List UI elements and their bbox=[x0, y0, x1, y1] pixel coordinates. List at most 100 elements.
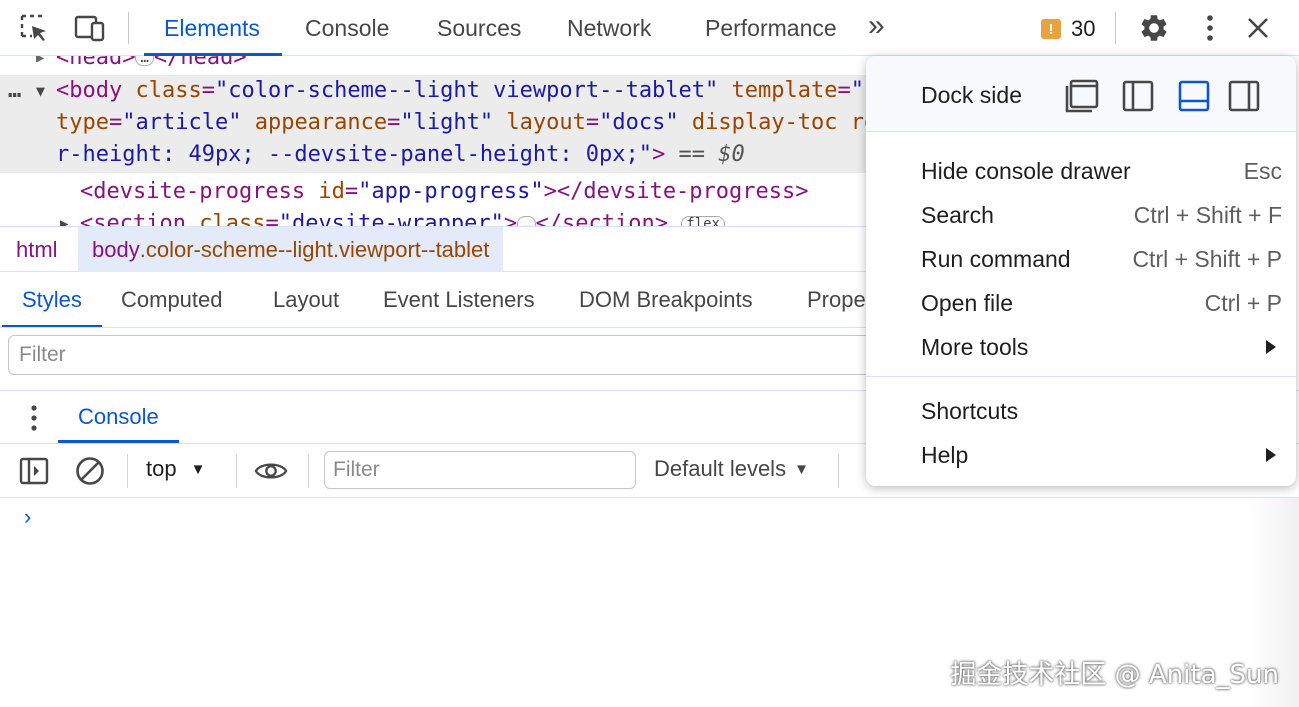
menu-item-help[interactable]: Help bbox=[866, 434, 1296, 478]
tab-event-listeners[interactable]: Event Listeners bbox=[383, 287, 535, 312]
expand-ellipsis[interactable]: … bbox=[517, 216, 536, 226]
panel-edge-shadow bbox=[1249, 498, 1299, 707]
toolbar-divider bbox=[1115, 12, 1116, 44]
collapsed-arrow-icon[interactable]: ▶ bbox=[36, 56, 45, 66]
expanded-arrow-icon[interactable]: ▼ bbox=[36, 82, 46, 100]
menu-item-label: Run command bbox=[921, 246, 1071, 272]
tab-computed[interactable]: Computed bbox=[121, 287, 223, 312]
dom-node-devsite-progress[interactable]: <devsite-progress id="app-progress"></de… bbox=[80, 179, 809, 204]
attr-value[interactable]: "color-scheme--light viewport--tablet" bbox=[214, 78, 719, 103]
attr-name: class bbox=[199, 211, 266, 226]
dom-node-section[interactable]: ▶ <section class="devsite-wrapper">…</se… bbox=[0, 208, 868, 226]
menu-item-label: More tools bbox=[921, 334, 1029, 360]
collapsed-arrow-icon[interactable]: ▶ bbox=[60, 216, 69, 226]
watermark: 掘金技术社区 @ Anita_Sun bbox=[950, 660, 1279, 690]
selected-node-marker: == $0 bbox=[678, 142, 745, 167]
tab-network[interactable]: Network bbox=[567, 14, 652, 41]
menu-item-more-tools[interactable]: More tools bbox=[866, 326, 1296, 370]
drawer-menu-kebab-icon[interactable] bbox=[24, 403, 44, 433]
settings-gear-icon[interactable] bbox=[1136, 10, 1172, 46]
menu-item-run-command[interactable]: Run command Ctrl + Shift + P bbox=[866, 238, 1296, 282]
attr-value[interactable]: r-height: 49px; --devsite-panel-height: … bbox=[56, 142, 653, 167]
submenu-arrow-icon bbox=[1266, 340, 1276, 354]
console-prompt-chevron[interactable]: › bbox=[24, 504, 32, 529]
live-expression-eye-icon[interactable] bbox=[254, 454, 288, 488]
toolbar-divider bbox=[838, 454, 839, 488]
tab-console[interactable]: Console bbox=[305, 14, 390, 41]
attr-value[interactable]: "app-progress" bbox=[358, 179, 544, 204]
tag-text: </head> bbox=[153, 56, 247, 70]
tab-dom-breakpoints[interactable]: DOM Breakpoints bbox=[579, 287, 753, 312]
flex-badge[interactable]: flex bbox=[681, 216, 725, 226]
dropdown-arrow-icon: ▼ bbox=[190, 460, 206, 478]
breadcrumb-html[interactable]: html bbox=[16, 236, 58, 262]
attr-value[interactable]: "p bbox=[850, 78, 868, 103]
breadcrumb-classes: .color-scheme--light.viewport--tablet bbox=[139, 236, 490, 262]
dock-left-icon[interactable] bbox=[1120, 78, 1156, 114]
log-levels-dropdown[interactable]: Default levels ▼ bbox=[654, 456, 809, 482]
undock-separate-window-icon[interactable] bbox=[1064, 78, 1100, 114]
attr-value[interactable]: "devsite-wrapper" bbox=[278, 211, 504, 226]
tag-text: > bbox=[503, 211, 518, 226]
drawer-tab-console[interactable]: Console bbox=[58, 391, 179, 443]
dock-bottom-icon[interactable] bbox=[1176, 78, 1212, 114]
tag-text: <devsite-progress bbox=[80, 179, 306, 204]
warning-icon: ! bbox=[1041, 19, 1061, 39]
show-sidebar-icon[interactable] bbox=[17, 454, 51, 488]
inspect-element-icon[interactable] bbox=[16, 10, 52, 46]
tag-text: <head> bbox=[56, 56, 136, 70]
tab-styles[interactable]: Styles bbox=[2, 272, 102, 327]
context-value: top bbox=[146, 456, 177, 481]
breadcrumb-tag: body bbox=[92, 236, 140, 262]
tag-text: <body bbox=[56, 78, 123, 103]
more-tabs-icon[interactable]: » bbox=[868, 9, 885, 42]
dock-side-row: Dock side bbox=[866, 56, 1296, 132]
issues-counter[interactable]: ! 30 bbox=[1041, 16, 1095, 42]
menu-item-open-file[interactable]: Open file Ctrl + P bbox=[866, 282, 1296, 326]
dock-right-icon[interactable] bbox=[1226, 78, 1262, 114]
context-selector[interactable]: top ▼ bbox=[146, 456, 205, 482]
customize-devtools-menu: Dock side Hide console drawer Esc Search… bbox=[866, 56, 1296, 486]
attr-value[interactable]: "docs" bbox=[599, 110, 679, 135]
menu-item-shortcut: Ctrl + Shift + F bbox=[1133, 202, 1282, 228]
levels-label: Default levels bbox=[654, 456, 787, 481]
toolbar-divider bbox=[128, 12, 129, 44]
dom-tree: ▶ <head>…</head> … ▼ <body class="color-… bbox=[0, 56, 868, 226]
close-icon[interactable] bbox=[1240, 10, 1276, 46]
menu-divider bbox=[866, 376, 1296, 377]
attr-name: display-toc bbox=[691, 110, 838, 135]
dom-node-body-selected[interactable]: … ▼ <body class="color-scheme--light vie… bbox=[0, 75, 868, 173]
dock-side-label: Dock side bbox=[921, 82, 1022, 108]
menu-item-label: Hide console drawer bbox=[921, 158, 1131, 184]
clear-console-icon[interactable] bbox=[73, 454, 107, 488]
customize-menu-kebab-icon[interactable] bbox=[1192, 10, 1228, 46]
attr-name: id bbox=[318, 179, 345, 204]
toolbar-divider bbox=[127, 454, 128, 488]
breadcrumb-body[interactable]: body.color-scheme--light.viewport--table… bbox=[78, 227, 504, 272]
tab-layout[interactable]: Layout bbox=[273, 287, 340, 312]
tag-text: </section> bbox=[535, 211, 669, 226]
device-toolbar-icon[interactable] bbox=[72, 10, 108, 46]
menu-item-shortcuts[interactable]: Shortcuts bbox=[866, 390, 1296, 434]
menu-item-shortcut: Ctrl + P bbox=[1204, 290, 1282, 316]
attr-value[interactable]: "light" bbox=[400, 110, 494, 135]
tag-text: > bbox=[652, 142, 666, 167]
console-filter-input[interactable]: Filter bbox=[324, 451, 636, 489]
styles-filter-input[interactable]: Filter bbox=[8, 335, 878, 375]
attr-name: re bbox=[850, 110, 868, 135]
menu-item-search[interactable]: Search Ctrl + Shift + F bbox=[866, 194, 1296, 238]
tab-elements[interactable]: Elements bbox=[144, 0, 282, 56]
menu-item-label: Help bbox=[921, 442, 969, 468]
attr-name: template bbox=[731, 78, 838, 103]
issues-count: 30 bbox=[1071, 16, 1096, 41]
tab-properties[interactable]: Prope bbox=[807, 287, 866, 312]
tab-sources[interactable]: Sources bbox=[437, 14, 522, 41]
dom-node-head[interactable]: ▶ <head>…</head> bbox=[0, 56, 868, 74]
attr-value[interactable]: "article" bbox=[122, 110, 242, 135]
tag-text: ></devsite-progress> bbox=[543, 179, 809, 204]
expand-ellipsis[interactable]: … bbox=[135, 56, 154, 66]
menu-item-shortcut: Ctrl + Shift + P bbox=[1132, 246, 1282, 272]
node-actions-ellipsis[interactable]: … bbox=[8, 78, 22, 103]
tab-performance[interactable]: Performance bbox=[705, 14, 837, 41]
menu-item-hide-console-drawer[interactable]: Hide console drawer Esc bbox=[866, 150, 1296, 194]
